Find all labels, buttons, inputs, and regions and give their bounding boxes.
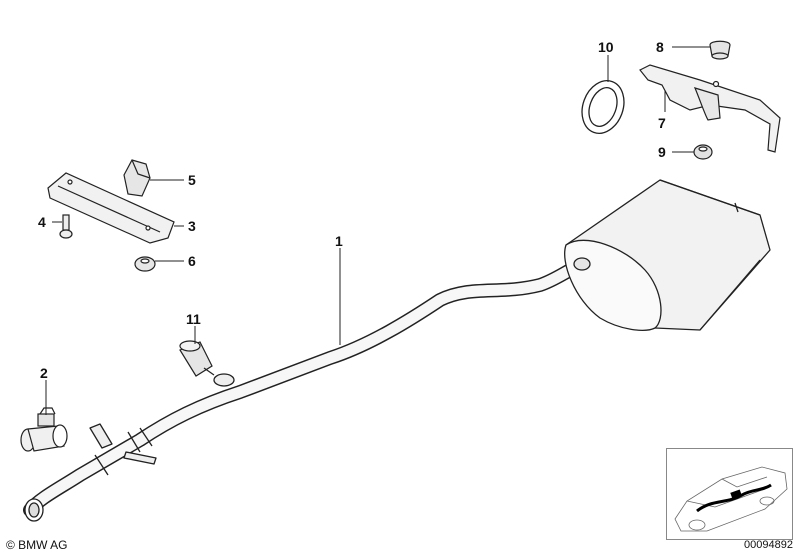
part-9-nut [693, 144, 713, 160]
callout-3: 3 [188, 218, 196, 234]
part-1-rear-silencer-assembly [23, 179, 771, 522]
part-8-rubber-buffer [709, 40, 731, 60]
callout-9: 9 [658, 144, 666, 160]
callout-10: 10 [598, 39, 614, 55]
callout-11: 11 [186, 311, 201, 327]
car-silhouette-icon [674, 466, 788, 532]
part-10-sealing-ring [581, 80, 625, 134]
part-3-bracket-plate [47, 172, 175, 244]
callout-1: 1 [335, 233, 343, 249]
callout-6: 6 [188, 253, 196, 269]
callout-2: 2 [40, 365, 48, 381]
callout-7: 7 [658, 115, 666, 131]
part-11-rubber-hanger [179, 340, 215, 377]
callout-5: 5 [188, 172, 196, 188]
diagram-id: 00094892 [744, 539, 793, 551]
callout-8: 8 [656, 39, 664, 55]
callout-4: 4 [38, 214, 46, 230]
leader-lines [45, 46, 710, 415]
copyright-text: © BMW AG [6, 538, 68, 552]
part-2-clamp [20, 407, 68, 452]
part-6-nut [134, 256, 156, 272]
part-7-hanger-bracket [639, 64, 781, 153]
part-4-bolt [59, 214, 73, 239]
car-locator-thumbnail [666, 448, 793, 540]
part-5-rubber-mount [123, 159, 151, 197]
